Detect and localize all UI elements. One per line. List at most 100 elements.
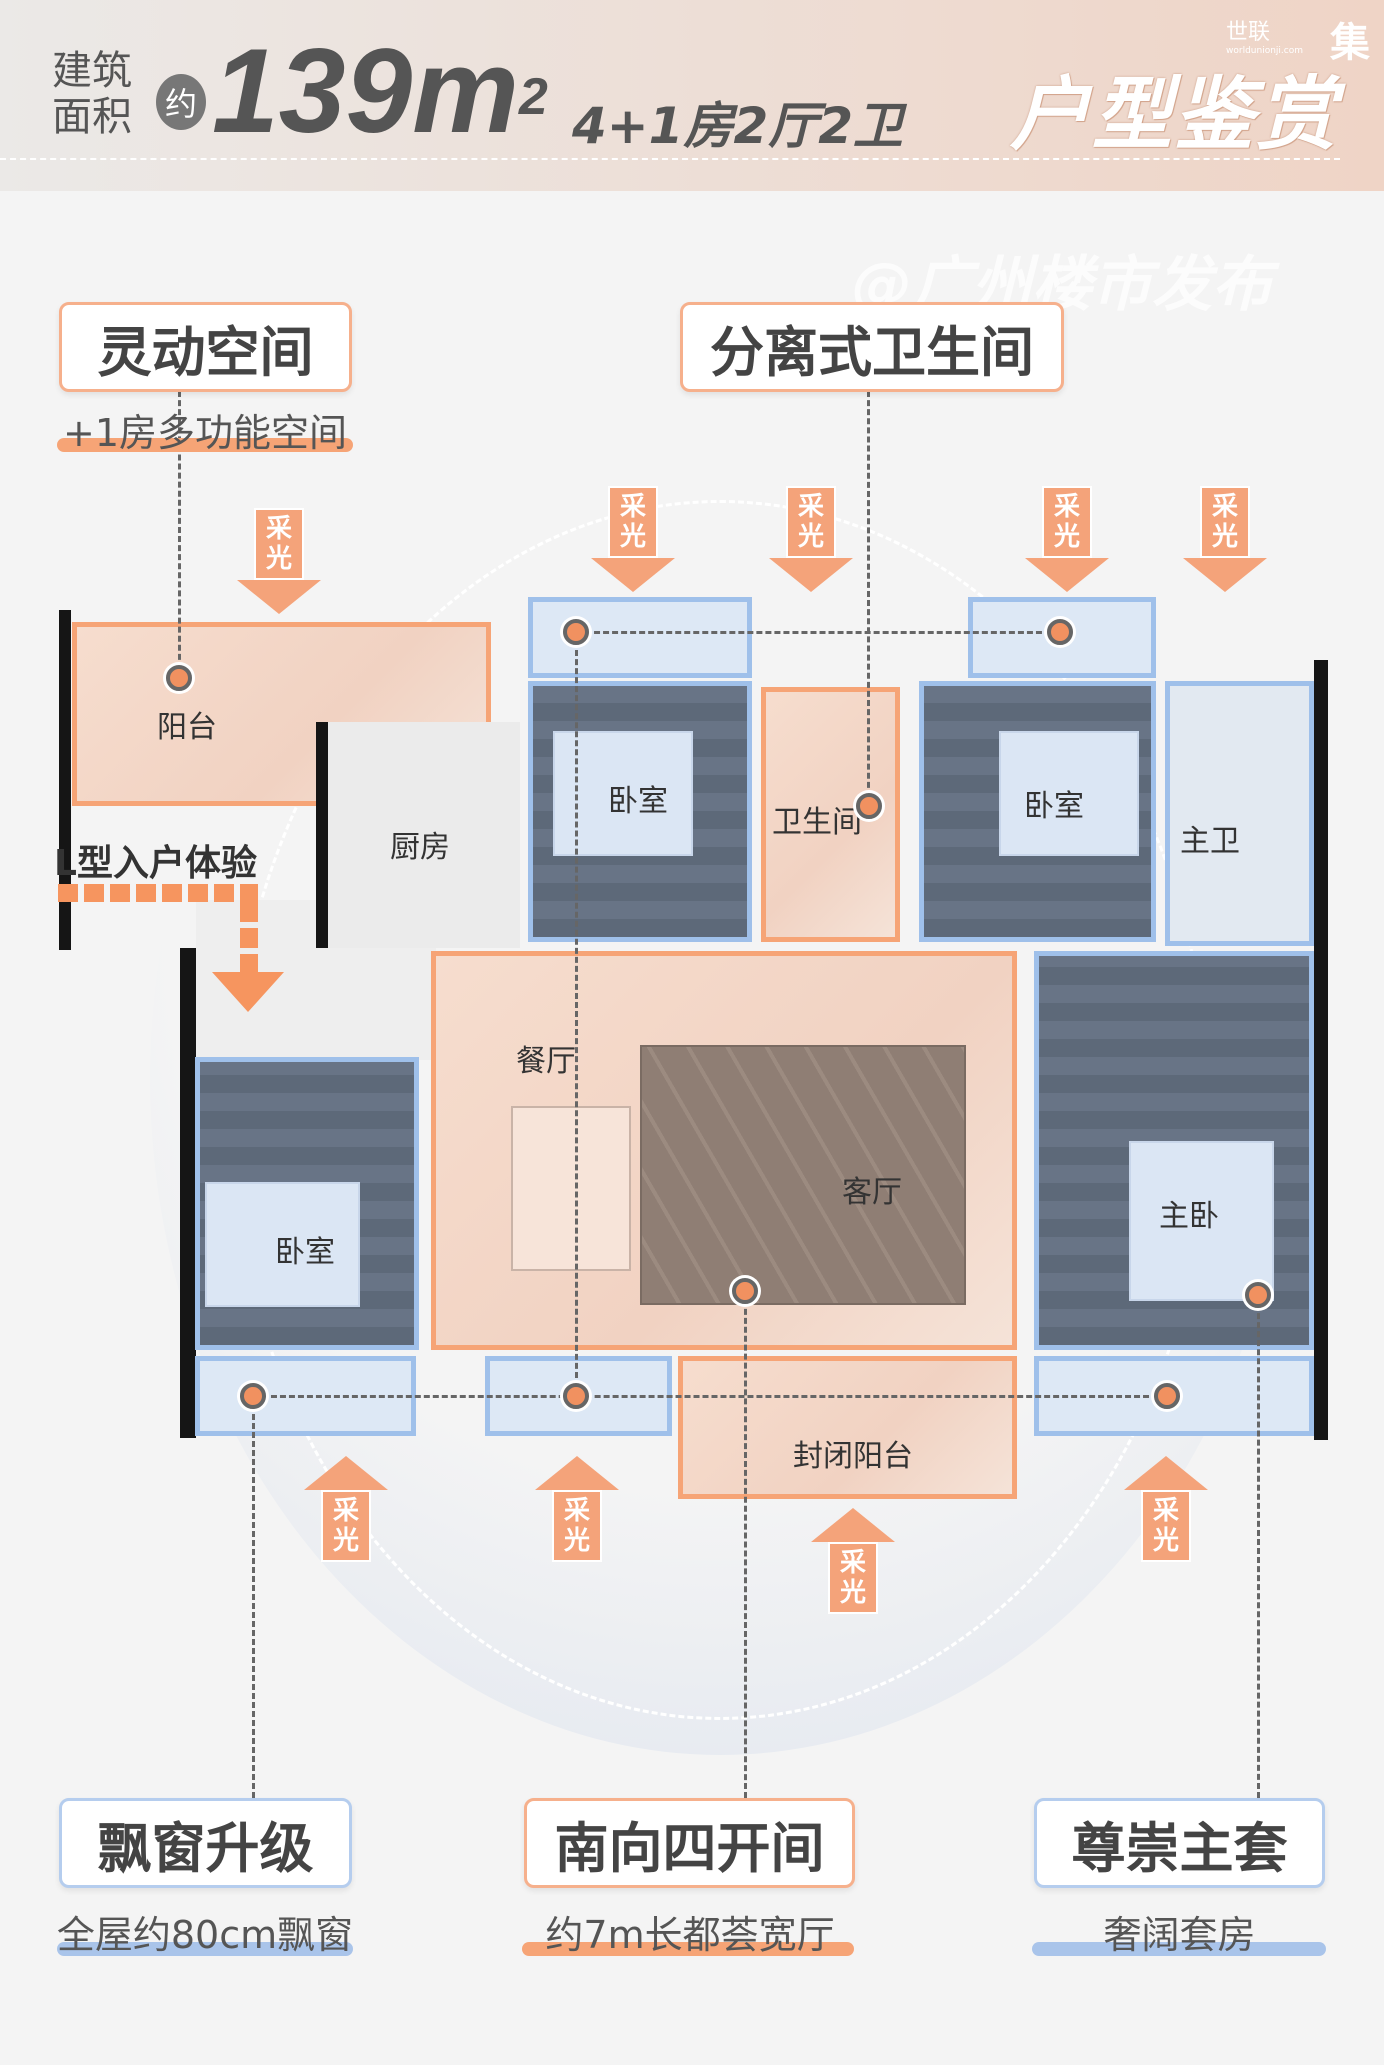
feature-card-master-suite: 尊崇主套 bbox=[1034, 1798, 1325, 1888]
leader-line bbox=[575, 632, 578, 1396]
room-living-dining: 餐厅 客厅 bbox=[431, 951, 1017, 1350]
header-divider bbox=[0, 158, 1340, 160]
area-sup: 2 bbox=[518, 68, 548, 126]
entry-label: L型入户体验 bbox=[54, 843, 257, 884]
bay-window bbox=[968, 597, 1156, 678]
light-char: 采 bbox=[563, 1496, 590, 1526]
room-label: 卧室 bbox=[275, 1235, 335, 1270]
room-label: 客厅 bbox=[842, 1175, 902, 1210]
approx-badge: 约 bbox=[156, 74, 206, 130]
light-char: 采 bbox=[619, 492, 646, 522]
brand-cn: 世联 bbox=[1226, 20, 1271, 45]
room-enclosed-balcony: 封闭阳台 bbox=[678, 1356, 1017, 1499]
light-char: 光 bbox=[1211, 522, 1238, 552]
daylight-arrow-icon: 采光 bbox=[1183, 486, 1267, 592]
underline bbox=[522, 1942, 854, 1956]
leader-line bbox=[867, 391, 870, 806]
underline bbox=[1032, 1942, 1326, 1956]
leader-line bbox=[744, 1291, 747, 1798]
wall bbox=[1314, 660, 1328, 1440]
daylight-arrow-icon: 采光 bbox=[1025, 486, 1109, 592]
marker-dot bbox=[1154, 1383, 1180, 1409]
light-char: 光 bbox=[265, 544, 292, 574]
daylight-arrow-icon: 采光 bbox=[237, 508, 321, 614]
light-char: 光 bbox=[619, 522, 646, 552]
room-label: 阳台 bbox=[157, 710, 217, 745]
marker-dot bbox=[856, 793, 882, 819]
leader-line bbox=[178, 391, 181, 678]
feature-subtitle: +1房多功能空间 bbox=[62, 411, 348, 455]
daylight-arrow-icon: 采光 bbox=[535, 1456, 619, 1562]
marker-dot bbox=[563, 1383, 589, 1409]
wall bbox=[59, 610, 71, 950]
light-char: 光 bbox=[563, 1526, 590, 1556]
leader-line bbox=[576, 631, 1060, 634]
room-master-bedroom: 主卧 bbox=[1034, 951, 1314, 1350]
light-char: 光 bbox=[1152, 1526, 1179, 1556]
wall bbox=[180, 948, 196, 1438]
feature-subtitle: 约7m长都荟宽厅 bbox=[545, 1913, 835, 1957]
feature-subtitle: 全屋约80cm飘窗 bbox=[56, 1913, 354, 1957]
light-char: 光 bbox=[797, 522, 824, 552]
leader-line bbox=[1257, 1295, 1260, 1798]
room-label: 主卧 bbox=[1159, 1199, 1219, 1234]
page-title: 户型鉴赏 bbox=[1010, 68, 1338, 161]
room-label: 主卫 bbox=[1180, 824, 1240, 859]
area-label-2: 面积 bbox=[52, 94, 132, 140]
brand-url: worldunionji.com bbox=[1226, 46, 1303, 56]
light-char: 采 bbox=[1053, 492, 1080, 522]
room-label: 封闭阳台 bbox=[793, 1439, 913, 1474]
daylight-arrow-icon: 采光 bbox=[591, 486, 675, 592]
leader-line bbox=[252, 1396, 255, 1798]
area-number: 139m bbox=[212, 24, 519, 158]
marker-dot bbox=[1047, 619, 1073, 645]
daylight-arrow-icon: 采光 bbox=[769, 486, 853, 592]
feature-card-flexible-space: 灵动空间 bbox=[59, 302, 352, 392]
dining-table bbox=[511, 1106, 631, 1271]
area-label: 建筑面积 bbox=[52, 48, 132, 140]
underline bbox=[57, 438, 353, 452]
feature-card-separate-bathroom: 分离式卫生间 bbox=[680, 302, 1064, 392]
light-char: 光 bbox=[839, 1578, 866, 1608]
brand-ji: 集 bbox=[1330, 20, 1370, 66]
feature-card-bay-window: 飘窗升级 bbox=[59, 1798, 352, 1888]
light-char: 采 bbox=[332, 1496, 359, 1526]
light-char: 光 bbox=[332, 1526, 359, 1556]
room-label: 餐厅 bbox=[516, 1044, 576, 1079]
light-char: 采 bbox=[839, 1548, 866, 1578]
area-label-1: 建筑 bbox=[52, 48, 132, 94]
rug: 客厅 bbox=[640, 1045, 966, 1305]
bay-window bbox=[528, 597, 752, 678]
marker-dot bbox=[1245, 1282, 1271, 1308]
underline bbox=[57, 1942, 353, 1956]
daylight-arrow-icon: 采光 bbox=[811, 1508, 895, 1614]
room-master-bath: 主卫 bbox=[1165, 681, 1314, 946]
entry-arrow-icon bbox=[212, 972, 284, 1012]
feature-card-south-facing: 南向四开间 bbox=[524, 1798, 855, 1888]
leader-line bbox=[253, 1395, 1167, 1398]
marker-dot bbox=[563, 619, 589, 645]
entry-path bbox=[58, 884, 258, 902]
layout-text: 4+1房2厅2卫 bbox=[572, 97, 904, 155]
daylight-arrow-icon: 采光 bbox=[304, 1456, 388, 1562]
room-label: 卫生间 bbox=[772, 805, 862, 840]
room-bedroom: 卧室 bbox=[528, 681, 752, 942]
marker-dot bbox=[240, 1383, 266, 1409]
light-char: 采 bbox=[1152, 1496, 1179, 1526]
daylight-arrow-icon: 采光 bbox=[1124, 1456, 1208, 1562]
room-kitchen: 厨房 bbox=[316, 722, 520, 948]
area-value: 139m2 bbox=[212, 26, 548, 156]
room-label: 卧室 bbox=[608, 784, 668, 819]
light-char: 光 bbox=[1053, 522, 1080, 552]
light-char: 采 bbox=[1211, 492, 1238, 522]
room-label: 卧室 bbox=[1024, 789, 1084, 824]
marker-dot bbox=[166, 665, 192, 691]
room-label: 厨房 bbox=[390, 830, 450, 865]
marker-dot bbox=[732, 1278, 758, 1304]
entry-path bbox=[240, 884, 258, 974]
light-char: 采 bbox=[265, 514, 292, 544]
feature-subtitle: 奢阔套房 bbox=[1103, 1913, 1256, 1957]
room-bedroom: 卧室 bbox=[195, 1057, 419, 1350]
